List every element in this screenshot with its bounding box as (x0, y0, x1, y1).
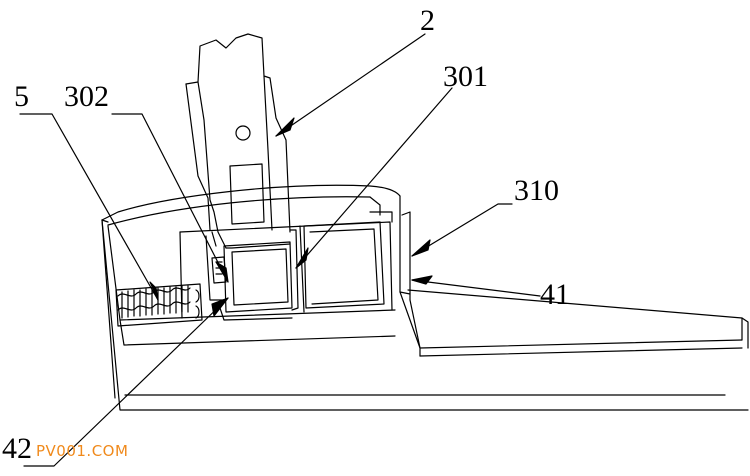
label-part-301: 301 (443, 60, 488, 93)
arrow-head-310 (411, 239, 431, 257)
label-part-302: 302 (64, 80, 109, 113)
extension-tab (399, 289, 749, 357)
slider-block (205, 221, 385, 321)
label-part-41: 41 (540, 278, 570, 311)
label-part-42: 42 (2, 432, 32, 465)
arrow-head-41 (411, 275, 433, 285)
lever-arm (185, 33, 291, 249)
watermark: PV001.COM (36, 442, 129, 460)
leader-lines (19, 33, 541, 467)
label-part-310: 310 (514, 174, 559, 207)
housing-body (101, 184, 421, 399)
label-part-2: 2 (420, 4, 435, 37)
arrow-head-42 (211, 297, 229, 317)
arrow-head-302 (215, 261, 229, 283)
arrow-head-2 (275, 117, 295, 137)
label-part-5: 5 (14, 80, 29, 113)
arrow-head-5 (149, 281, 159, 301)
coil-spring (115, 283, 203, 327)
arrow-head-301 (295, 247, 309, 269)
housing-cavity (107, 211, 396, 346)
base-plate (101, 219, 749, 411)
